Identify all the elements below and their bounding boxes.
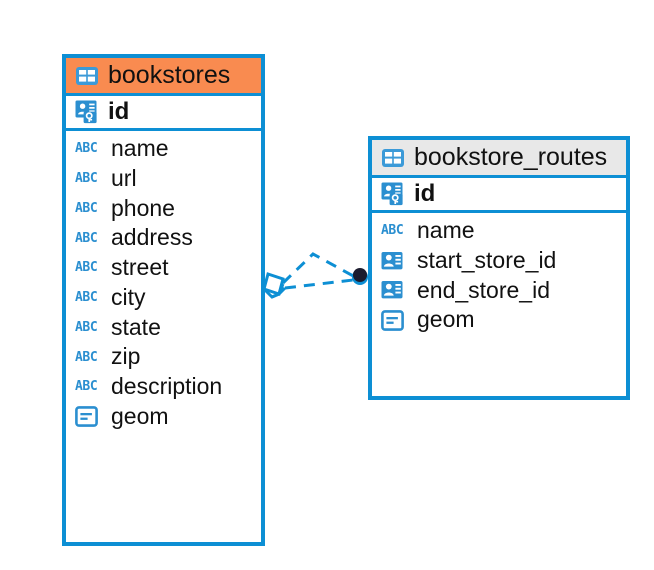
primary-key-label-bookstores: id (108, 98, 130, 125)
relationship-line-lower (284, 278, 354, 290)
abc-text-icon: ABC (75, 319, 98, 335)
field-row-name[interactable]: ABC name (66, 134, 261, 164)
field-label: name (111, 135, 169, 161)
entity-header-bookstore-routes[interactable]: bookstore_routes (372, 140, 626, 178)
field-row-street[interactable]: ABC street (66, 253, 261, 283)
field-row-end-store-id[interactable]: end_store_id (372, 276, 626, 306)
abc-text-icon: ABC (75, 171, 98, 187)
foreign-key-icon (381, 251, 409, 271)
field-label: name (417, 217, 475, 243)
field-label: description (111, 373, 223, 399)
field-label: state (111, 313, 161, 340)
table-grid-icon (381, 148, 405, 168)
primary-key-row-bookstores[interactable]: id (66, 96, 261, 131)
field-row-state[interactable]: ABC state (66, 313, 261, 343)
geometry-icon (381, 309, 409, 331)
field-label: end_store_id (417, 276, 550, 303)
relationship-line-upper (281, 252, 356, 285)
field-row-description[interactable]: ABC description (66, 372, 261, 402)
field-row-start-store-id[interactable]: start_store_id (372, 246, 626, 276)
diamond-crowsfoot-marker (262, 272, 287, 299)
primary-key-label-bookstore-routes: id (414, 180, 436, 207)
abc-text-icon: ABC (75, 141, 98, 157)
field-row-zip[interactable]: ABC zip (66, 342, 261, 372)
entity-title-bookstores: bookstores (108, 61, 231, 89)
field-row-geom[interactable]: geom (372, 305, 626, 335)
field-list-bookstores: ABC name ABC url ABC phone ABC address A… (66, 131, 261, 436)
primary-key-row-bookstore-routes[interactable]: id (372, 178, 626, 213)
field-row-address[interactable]: ABC address (66, 223, 261, 253)
primary-key-icon (381, 182, 407, 206)
foreign-key-icon (381, 280, 409, 300)
field-label: geom (417, 306, 475, 333)
field-label: zip (111, 343, 141, 370)
field-label: street (111, 254, 169, 280)
field-row-geom[interactable]: geom (66, 402, 261, 432)
primary-key-icon (75, 100, 101, 124)
field-label: start_store_id (417, 246, 557, 273)
entity-table-bookstore-routes[interactable]: bookstore_routes id (368, 136, 630, 400)
entity-table-bookstores[interactable]: bookstores id (62, 54, 265, 546)
field-label: phone (111, 194, 175, 221)
abc-text-icon: ABC (75, 379, 98, 395)
abc-text-icon: ABC (75, 290, 98, 306)
entity-header-bookstores[interactable]: bookstores (66, 58, 261, 96)
table-grid-icon (75, 66, 99, 86)
abc-text-icon: ABC (75, 200, 98, 216)
field-list-bookstore-routes: ABC name start_store_id (372, 213, 626, 339)
field-label: geom (111, 402, 169, 429)
abc-text-icon: ABC (381, 223, 404, 239)
filled-circle-marker (352, 268, 368, 285)
geometry-icon (75, 406, 103, 428)
entity-title-bookstore-routes: bookstore_routes (414, 143, 608, 171)
field-row-city[interactable]: ABC city (66, 283, 261, 313)
abc-text-icon: ABC (75, 230, 98, 246)
field-label: url (111, 164, 137, 191)
abc-text-icon: ABC (75, 260, 98, 276)
field-row-name[interactable]: ABC name (372, 216, 626, 246)
abc-text-icon: ABC (75, 349, 98, 365)
field-row-url[interactable]: ABC url (66, 164, 261, 194)
field-label: city (111, 283, 146, 310)
field-row-phone[interactable]: ABC phone (66, 194, 261, 224)
field-label: address (111, 224, 193, 251)
